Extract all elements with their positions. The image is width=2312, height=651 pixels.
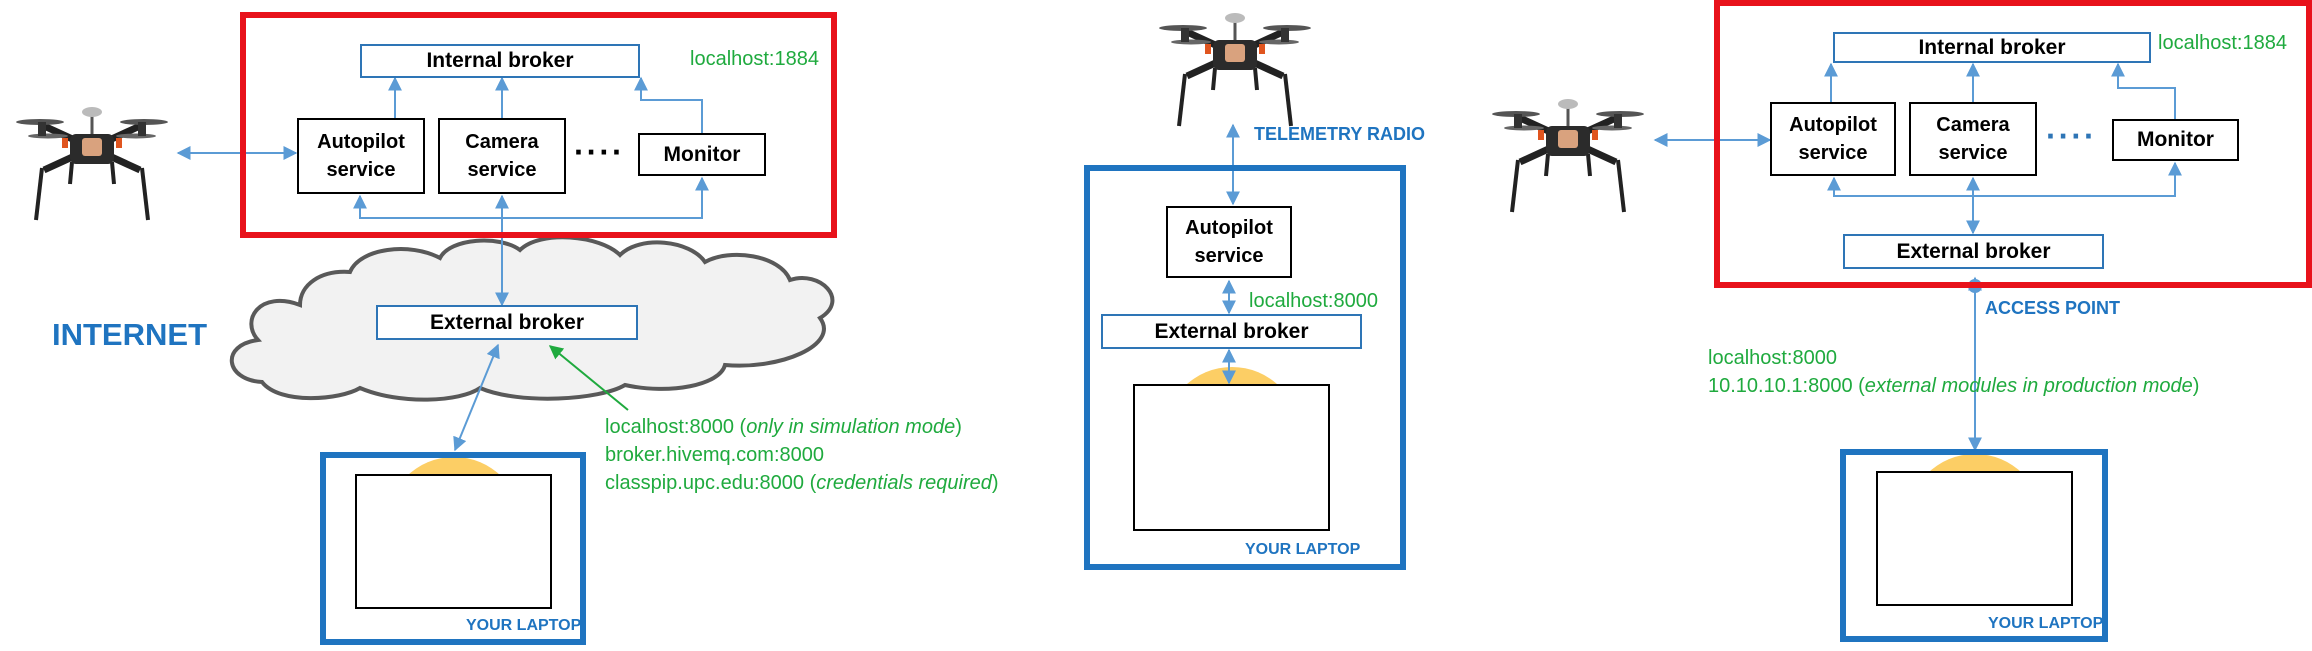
laptop-label: YOUR LAPTOP: [466, 617, 582, 634]
drone-onboard-frame: [240, 12, 837, 238]
internal-broker-label: Internal broker: [1918, 35, 2066, 59]
laptop-frame: [1084, 165, 1406, 570]
address-localhost: localhost:8000: [1708, 347, 1837, 369]
drone-icon: [1159, 13, 1311, 126]
external-broker-box: External broker: [1101, 314, 1362, 349]
external-broker-label: External broker: [1896, 239, 2051, 263]
internal-broker-box: Internal broker: [1833, 32, 2151, 63]
laptop-frame: [1840, 449, 2108, 642]
more-services-dots: ····: [574, 134, 625, 170]
laptop-screen: [1876, 471, 2073, 606]
autopilot-service-box: Autopilot service: [1166, 206, 1292, 278]
internal-broker-port: localhost:1884: [2158, 32, 2287, 54]
autopilot-service-box: Autopilot service: [297, 118, 425, 194]
address-hivemq: broker.hivemq.com:8000: [605, 444, 825, 466]
broker-addresses-note: localhost:8000 10.10.10.1:8000 (external…: [1708, 344, 2199, 400]
monitor-box: Monitor: [2112, 119, 2239, 161]
autopilot-service-label: Autopilot service: [1185, 217, 1273, 267]
monitor-label: Monitor: [2137, 128, 2214, 151]
laptop-screen: [1133, 384, 1330, 531]
external-broker-label: External broker: [1154, 319, 1309, 343]
camera-service-box: Camera service: [1909, 102, 2037, 176]
external-broker-label: External broker: [429, 310, 585, 334]
camera-service-label: Camera service: [1936, 114, 2010, 164]
address-classpip: classpip.upc.edu:8000 (credentials requi…: [605, 472, 999, 494]
external-broker-port: localhost:8000: [1249, 290, 1378, 312]
access-point-label: ACCESS POINT: [1985, 298, 2121, 318]
address-production: 10.10.10.1:8000 (external modules in pro…: [1708, 375, 2200, 397]
autopilot-service-box: Autopilot service: [1770, 102, 1896, 176]
monitor-box: Monitor: [638, 133, 766, 176]
camera-service-box: Camera service: [438, 118, 566, 194]
more-services-dots: ····: [2046, 118, 2097, 154]
laptop-label: YOUR LAPTOP: [1245, 541, 1361, 558]
drone-icon: [16, 107, 168, 220]
laptop-frame: [320, 452, 586, 645]
internal-broker-label: Internal broker: [426, 49, 574, 72]
external-broker-box: External broker: [376, 305, 638, 340]
monitor-label: Monitor: [663, 142, 741, 166]
internet-label: INTERNET: [52, 317, 207, 352]
internal-broker-port: localhost:1884: [690, 48, 819, 70]
internal-broker-box: Internal broker: [360, 44, 640, 78]
telemetry-radio-label: TELEMETRY RADIO: [1254, 124, 1426, 144]
drone-onboard-frame: [1714, 0, 2312, 288]
laptop-label: YOUR LAPTOP: [1988, 615, 2104, 632]
autopilot-service-label: Autopilot service: [317, 131, 405, 181]
external-broker-box: External broker: [1843, 234, 2104, 269]
autopilot-service-label: Autopilot service: [1789, 114, 1877, 164]
address-localhost: localhost:8000 (only in simulation mode): [605, 416, 962, 438]
broker-addresses-note: localhost:8000 (only in simulation mode)…: [605, 413, 999, 497]
laptop-screen: [355, 474, 552, 609]
drone-icon: [1492, 99, 1644, 212]
camera-service-label: Camera service: [465, 131, 539, 181]
